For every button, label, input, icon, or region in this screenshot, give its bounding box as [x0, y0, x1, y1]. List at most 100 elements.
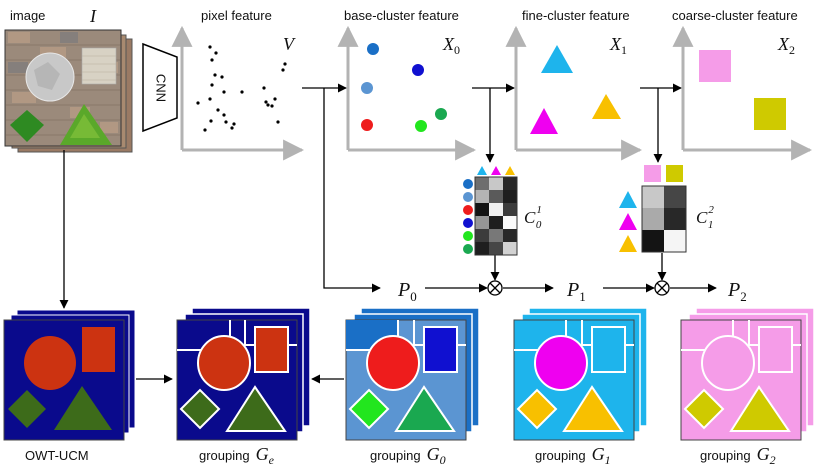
product-operator-1 — [487, 280, 503, 296]
pixel-point — [214, 51, 218, 55]
matrix-cell — [489, 242, 503, 255]
pixel-point — [213, 73, 217, 77]
matrix-cell — [664, 186, 686, 208]
grouping-g2-panel — [680, 307, 815, 441]
matrix-cell — [642, 230, 664, 252]
pixel-point — [208, 45, 212, 49]
matrix-cell — [475, 242, 489, 255]
pixel-point — [222, 113, 226, 117]
paper-rect — [81, 47, 117, 85]
matrix-cell — [503, 242, 517, 255]
matrix-cell — [489, 203, 503, 216]
cluster-square — [699, 50, 731, 82]
coarse-cluster-feature-title: coarse-cluster feature — [672, 8, 798, 23]
product-operator-2 — [654, 280, 670, 296]
matrix-cell — [503, 177, 517, 190]
cluster-point — [361, 119, 373, 131]
grouping-ge-panel — [176, 307, 311, 441]
matrix-cell — [489, 177, 503, 190]
owt-ucm-panel — [3, 309, 136, 441]
matrix-cell — [642, 208, 664, 230]
image-symbol: I — [89, 6, 97, 26]
pixel-point — [273, 97, 277, 101]
input-image-stack: image I — [4, 6, 133, 153]
matrix-cell — [642, 186, 664, 208]
pixel-point — [276, 120, 280, 124]
base-feature-symbol: X0 — [442, 34, 460, 57]
coarse-feature-symbol: X2 — [777, 34, 795, 57]
matrix-cell — [475, 229, 489, 242]
matrix-cell — [503, 190, 517, 203]
cnn-block: CNN — [142, 42, 178, 133]
matrix-cells — [642, 186, 686, 252]
matrix-cell — [503, 203, 517, 216]
matrix-cell — [475, 190, 489, 203]
cnn-label: CNN — [154, 74, 169, 102]
pixel-point — [283, 62, 287, 66]
base-cluster-points — [361, 43, 447, 132]
matrix-cells — [475, 177, 517, 255]
pixel-point — [220, 75, 224, 79]
partition-p0: P0 — [397, 279, 417, 304]
leaf-diamond — [10, 110, 44, 142]
pixel-point — [196, 101, 200, 105]
pixel-point — [270, 104, 274, 108]
pixel-point — [208, 97, 212, 101]
cluster-triangle — [541, 45, 573, 73]
cluster-point — [415, 120, 427, 132]
pixel-point — [230, 126, 234, 130]
owt-ucm-label: OWT-UCM — [25, 448, 89, 463]
matrix-cell — [489, 190, 503, 203]
pixel-point — [262, 86, 266, 90]
matrix-c1-2 — [619, 165, 687, 253]
matrix-cell — [489, 216, 503, 229]
fine-feature-symbol: X1 — [609, 34, 627, 57]
fine-cluster-feature-title: fine-cluster feature — [522, 8, 630, 23]
pixel-point — [264, 100, 268, 104]
partition-p2: P2 — [727, 279, 747, 304]
matrix-cell — [503, 216, 517, 229]
pixel-feature-scatter — [196, 45, 287, 132]
matrix-cell — [503, 229, 517, 242]
base-cluster-feature-title: base-cluster feature — [344, 8, 459, 23]
matrix-cell — [475, 177, 489, 190]
cluster-point — [412, 64, 424, 76]
feature-axes — [171, 25, 813, 161]
image-label: image — [10, 8, 45, 23]
cluster-triangle — [530, 108, 558, 134]
grouping-g0-panel — [345, 307, 480, 441]
pixel-point — [281, 68, 285, 72]
top-connectors — [59, 83, 717, 384]
pixel-point — [203, 128, 207, 132]
input-image — [4, 29, 122, 147]
coarse-cluster-points — [699, 50, 786, 130]
pixel-point — [209, 119, 213, 123]
pixel-point — [232, 122, 236, 126]
matrix-cell — [475, 203, 489, 216]
pixel-point — [210, 83, 214, 87]
matrix-cell — [664, 230, 686, 252]
matrix-cell — [664, 208, 686, 230]
pixel-point — [240, 90, 244, 94]
partition-p1: P1 — [566, 279, 586, 304]
pixel-point — [210, 58, 214, 62]
fine-cluster-points — [530, 45, 621, 134]
pixel-feature-title: pixel feature — [201, 8, 272, 23]
pixel-point — [266, 103, 270, 107]
pixel-point — [222, 90, 226, 94]
cluster-point — [435, 108, 447, 120]
matrix-cell — [475, 216, 489, 229]
matrix-c0-1 — [463, 166, 518, 256]
pixel-feature-symbol: V — [283, 34, 296, 54]
grouping-g1-panel — [513, 307, 648, 441]
cluster-point — [367, 43, 379, 55]
matrix-cell — [489, 229, 503, 242]
pixel-point — [216, 108, 220, 112]
